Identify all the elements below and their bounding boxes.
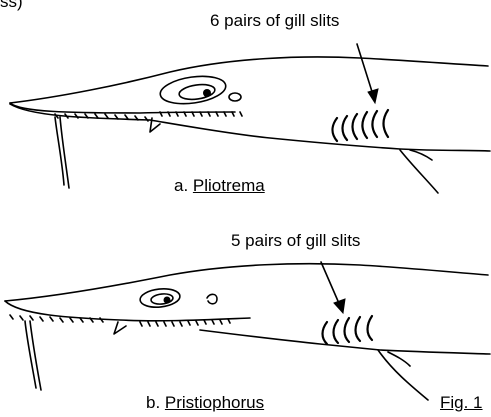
pliotrema-upper-outline [10,57,488,103]
pristiophorus-barbel [25,321,41,390]
pliotrema-pupil [203,89,211,97]
pristiophorus-gill-slits [323,316,373,344]
pliotrema-drawing [10,44,490,193]
pristiophorus-spiracle [207,294,217,303]
pristiophorus-pupil [164,297,171,304]
pliotrema-barbel [55,117,69,188]
pliotrema-gill-slits [333,110,389,141]
pliotrema-arrow-line [357,44,374,98]
pristiophorus-eye-outer [139,287,181,309]
pliotrema-snout-lower [10,103,235,113]
pristiophorus-arrowhead [334,299,345,313]
pliotrema-eye-outer [159,73,228,108]
pristiophorus-drawing [5,262,490,400]
pliotrema-spiracle [229,93,241,101]
pliotrema-pectoral-fin [400,150,438,193]
pliotrema-arrowhead [368,89,378,103]
pristiophorus-upper-outline [5,264,488,301]
pliotrema-jaw-line [150,120,490,151]
pristiophorus-mouth-fin [114,322,126,334]
pristiophorus-pectoral-fin [378,350,428,400]
